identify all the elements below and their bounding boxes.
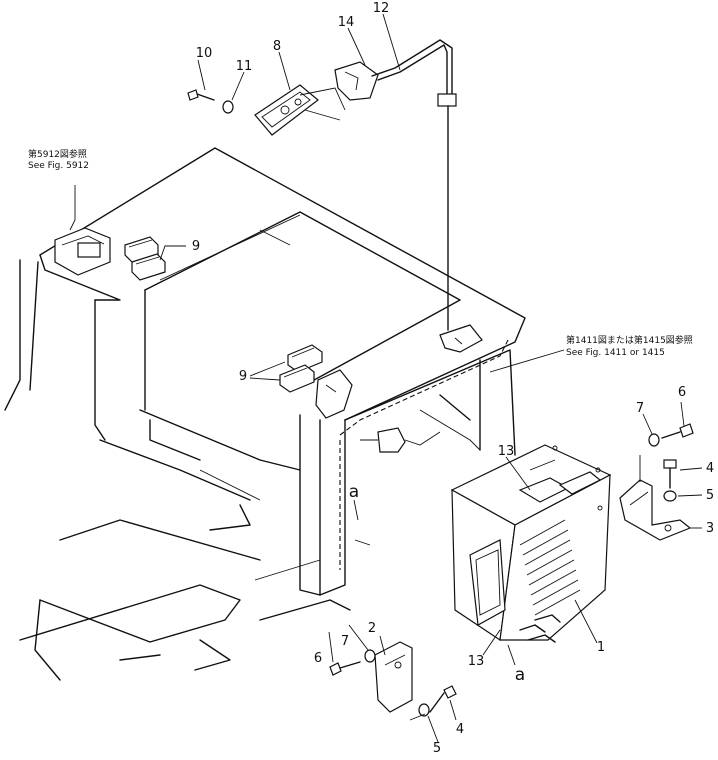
label-8: 8 [273, 39, 281, 54]
label-5-left: 5 [433, 741, 441, 755]
part-12-14-harness [334, 39, 483, 353]
label-4-right: 4 [706, 461, 714, 476]
label-9-lower: 9 [239, 369, 247, 384]
label-10: 10 [196, 46, 213, 61]
part-9-upper-relays [54, 227, 166, 281]
machine-body [4, 147, 526, 681]
part-2-bracket [329, 641, 457, 721]
ref-fig1411-en: See Fig. 1411 or 1415 [566, 348, 665, 358]
label-3: 3 [706, 521, 714, 536]
ref-fig5912-jp: 第5912図参照 [28, 148, 87, 160]
label-11: 11 [236, 59, 253, 74]
label-7-left: 7 [341, 634, 349, 649]
label-7-right: 7 [636, 401, 644, 416]
leader-lines [69, 13, 703, 743]
part-8-panel [187, 84, 346, 136]
part-labels: 10 11 8 14 12 9 9 6 7 4 5 3 13 1 13 2 7 … [192, 1, 714, 756]
ref-fig1411-jp: 第1411図または第1415図参照 [566, 334, 693, 346]
label-a-upper: a [349, 482, 359, 502]
label-13-upper: 13 [498, 444, 515, 459]
label-13-lower: 13 [468, 654, 485, 669]
label-14: 14 [338, 15, 355, 30]
label-6-right: 6 [678, 385, 686, 400]
figure-references: 第5912図参照 See Fig. 5912 第1411図または第1415図参照… [28, 148, 693, 358]
label-12: 12 [373, 1, 390, 16]
part-3-bracket [619, 423, 694, 541]
label-4-left: 4 [456, 722, 464, 737]
label-9-upper: 9 [192, 239, 200, 254]
label-5-right: 5 [706, 488, 714, 503]
ref-fig5912-en: See Fig. 5912 [28, 161, 89, 171]
label-1: 1 [597, 640, 605, 655]
label-6-left: 6 [314, 651, 322, 666]
part-9-lower-relays [279, 344, 323, 393]
label-2: 2 [368, 621, 376, 636]
label-a-lower: a [515, 665, 525, 685]
frame-connector [360, 427, 441, 453]
part-1-unit [450, 444, 612, 643]
